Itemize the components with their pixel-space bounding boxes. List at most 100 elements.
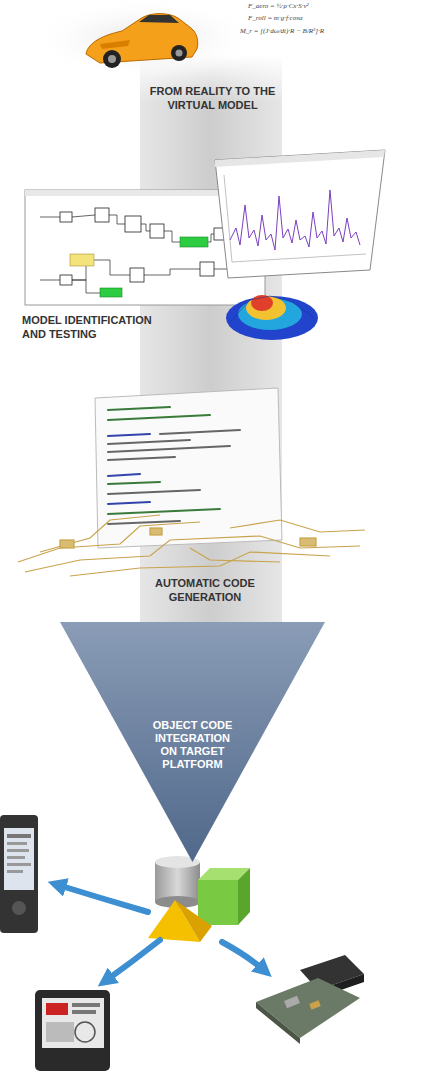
circuit-board-part [190, 548, 280, 562]
simulink-window-part-part [164, 231, 180, 242]
display-device-part [42, 998, 104, 1048]
plot-window-part [215, 150, 385, 278]
car-picture-part [103, 50, 121, 68]
circuit-board-part [230, 520, 365, 532]
car-picture-part [176, 50, 183, 57]
gray-band-part [140, 55, 282, 655]
ecu-device-part [309, 1000, 321, 1009]
blue-arrows [55, 884, 266, 982]
simulink-window-part-part [125, 216, 141, 232]
simulink-window-part-part [208, 234, 214, 242]
simulink-window-part [60, 208, 248, 285]
code-page-part-part [108, 509, 220, 514]
simulink-window-part [70, 254, 94, 266]
circuit-board-part [70, 552, 330, 576]
ecu-device-part [256, 978, 360, 1038]
simulink-window-part [180, 237, 208, 247]
simulink-window-part-part [72, 280, 100, 293]
circuit-board [18, 515, 365, 576]
code-page-part-part [108, 415, 210, 420]
arrow-triangle [60, 622, 325, 862]
stage-caption: FROM REALITY TO THE VIRTUAL MODEL [140, 84, 285, 112]
code-page-part-part [108, 446, 230, 452]
simulink-window-part [100, 288, 122, 297]
simulink-window-part-part [40, 280, 60, 281]
plot-window-part [230, 190, 360, 250]
car-picture [30, 0, 260, 78]
car-picture-part [139, 15, 179, 23]
platform-shapes-part [238, 868, 250, 925]
display-device [35, 990, 110, 1071]
circuit-board-part [150, 528, 162, 535]
code-page-part-part [108, 434, 150, 436]
pda-device-part [0, 815, 38, 933]
circuit-board-part [40, 515, 160, 552]
platform-shapes [148, 856, 250, 942]
stage-caption: MODEL IDENTIFICATION AND TESTING [22, 313, 162, 341]
plot-window-part [232, 254, 366, 262]
car-picture-part [100, 40, 130, 49]
surface-plot [226, 295, 318, 340]
ecu-device [256, 955, 364, 1044]
display-device-part [35, 990, 110, 1071]
surface-plot-part [230, 296, 314, 322]
pda-device [0, 815, 38, 933]
platform-shapes-part [175, 900, 212, 942]
simulink-window-part-part [95, 208, 109, 222]
simulink-window-part-part [40, 217, 60, 218]
display-device-part [72, 1003, 100, 1007]
plot-window-part [224, 175, 232, 262]
car-picture-part [171, 45, 187, 61]
pda-device-part [7, 856, 25, 859]
simulink-window-part-part [72, 215, 95, 217]
simulink-window-part-part [94, 260, 130, 275]
plot-window [215, 150, 385, 278]
equation: M_r = [(J·dω/dt)·R − B/R²]·R [240, 27, 324, 35]
display-device-part [72, 1010, 96, 1014]
circuit-board-part [60, 540, 74, 548]
simulink-window-part-part [150, 224, 164, 238]
pda-device-part [7, 842, 27, 845]
code-page-part-part [108, 502, 150, 504]
code-page-part-part [108, 482, 160, 484]
simulink-window-part-part [141, 224, 150, 231]
pda-device-part [7, 870, 23, 873]
code-page-part-part [108, 490, 200, 494]
code-page-part-part [160, 430, 240, 434]
simulink-window-part-part [130, 268, 144, 282]
simulink-window-part-part [200, 262, 214, 276]
gray-band-part [140, 55, 282, 655]
ecu-device-part [284, 996, 300, 1009]
blue-arrows-part [222, 942, 266, 972]
stage-caption: AUTOMATIC CODE GENERATION [130, 576, 280, 604]
simulink-window-part-part [60, 212, 72, 222]
car-picture-part [86, 14, 198, 63]
ecu-device-part [256, 1002, 300, 1044]
circuit-board-part [300, 538, 316, 546]
pda-device-part [12, 901, 26, 915]
display-device-part [75, 1022, 95, 1042]
equation: F_aero = ½·ρ·Cx·S·v² [248, 2, 309, 10]
pda-device-part [7, 849, 29, 852]
pda-device-part [7, 834, 31, 838]
code-page-part-part [108, 474, 140, 476]
gray-band [140, 55, 282, 655]
down-arrow-stage: OBJECT CODE INTEGRATION ON TARGET PLATFO… [60, 622, 325, 862]
surface-plot-part [226, 296, 318, 340]
car-picture-part [108, 55, 116, 63]
simulink-window-part-part [109, 215, 125, 224]
display-device-part [46, 1003, 68, 1015]
blue-arrows-part [104, 940, 160, 982]
pda-device-part [4, 828, 34, 890]
code-page-part-part [108, 407, 170, 410]
plot-window-part [215, 150, 385, 167]
stage-title: OBJECT CODE INTEGRATION ON TARGET PLATFO… [147, 719, 239, 771]
display-device-part [46, 1022, 74, 1042]
equation: F_roll = m·g·f·cosα [248, 14, 303, 22]
code-page-part-part [108, 457, 175, 460]
simulink-window-part-part [144, 269, 200, 275]
circuit-board-part [18, 522, 200, 562]
blue-arrows-part [55, 884, 148, 912]
